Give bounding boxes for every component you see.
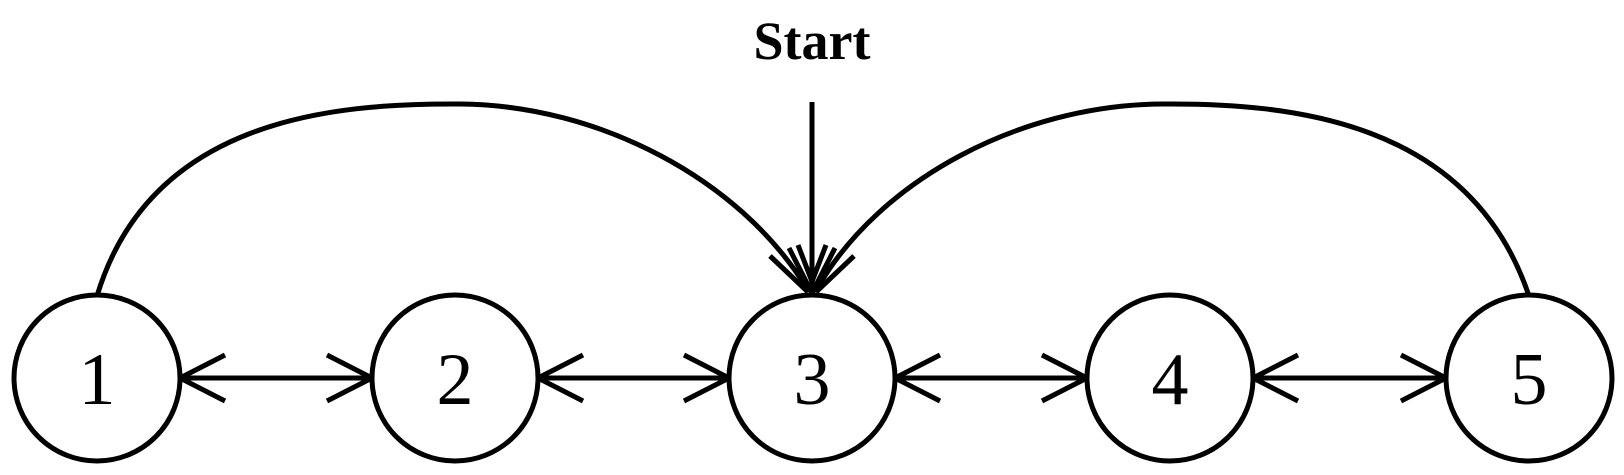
node-1-circle (11, 292, 183, 464)
edge-2-3[interactable] (532, 352, 735, 404)
edge-1-2[interactable] (174, 352, 378, 404)
edge-4-5[interactable] (1247, 352, 1452, 404)
start-arrow (786, 102, 838, 299)
node-2[interactable]: 2 (369, 292, 541, 464)
node-3-circle (726, 292, 898, 464)
node-5[interactable]: 5 (1443, 292, 1615, 464)
edge-arc-1-to-3[interactable] (94, 101, 829, 297)
node-5-circle (1443, 292, 1615, 464)
start-label: Start (754, 11, 871, 71)
node-3-label: 3 (794, 339, 831, 421)
node-1[interactable]: 1 (11, 292, 183, 464)
node-5-label: 5 (1511, 339, 1548, 421)
edge-arc-5-to-3[interactable] (795, 101, 1532, 297)
edge-arc-1-to-3-path (94, 101, 809, 297)
node-2-circle (369, 292, 541, 464)
node-4-label: 4 (1152, 339, 1189, 421)
edge-arc-5-to-3-path (815, 101, 1532, 297)
node-4-circle (1084, 292, 1256, 464)
node-4[interactable]: 4 (1084, 292, 1256, 464)
node-2-label: 2 (437, 339, 474, 421)
node-3[interactable]: 3 (726, 292, 898, 464)
node-1-label: 1 (79, 339, 116, 421)
edge-3-4[interactable] (889, 352, 1093, 404)
